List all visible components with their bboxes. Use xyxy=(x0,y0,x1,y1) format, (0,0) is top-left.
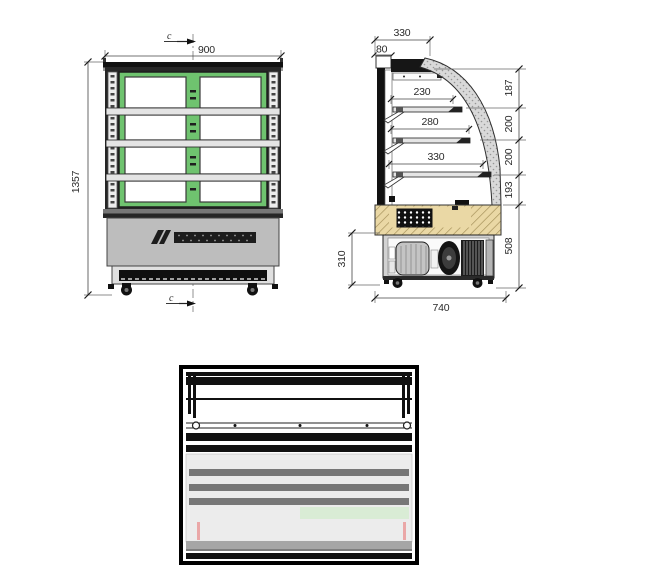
back-panel xyxy=(377,68,385,205)
canopy-corner-left xyxy=(103,58,106,62)
side-canopy-dimension: 330 xyxy=(371,27,434,56)
top-shelf-strip-1 xyxy=(189,469,409,476)
top-shelf-strip-3 xyxy=(189,498,409,505)
section-arrow-bottom xyxy=(187,300,196,307)
shelf-2-bracket xyxy=(383,142,406,155)
front-width-label: 900 xyxy=(198,44,215,56)
machine-height-dimension: 310 xyxy=(336,229,380,289)
side-casters xyxy=(384,278,493,288)
top-glass-area xyxy=(185,453,413,551)
machine-height-label: 310 xyxy=(336,250,348,267)
top-screw-row xyxy=(186,421,412,430)
screw-left xyxy=(191,421,201,430)
front-cabinet xyxy=(103,58,283,296)
air-grille xyxy=(396,208,433,228)
top-corner-posts xyxy=(188,372,410,418)
front-height-dimension: 1357 xyxy=(70,58,112,299)
front-height-label: 1357 xyxy=(70,170,82,193)
vent-grille xyxy=(119,270,267,281)
canopy-corner-right xyxy=(280,58,283,62)
front-view: c c 900 1357 xyxy=(70,31,285,312)
base-height-label: 508 xyxy=(503,237,515,254)
shelf-2-depth-label: 280 xyxy=(422,116,439,128)
shelf-3-bracket xyxy=(383,176,406,189)
top-view xyxy=(179,365,419,565)
base-separator-bottom xyxy=(103,213,283,218)
canopy-lamp-strip xyxy=(392,72,442,81)
side-shelf-1: 230 xyxy=(383,86,463,124)
top-shelf-strip-2 xyxy=(189,484,409,491)
shelf-1-depth-label: 230 xyxy=(414,86,431,98)
front-shelves xyxy=(105,107,281,182)
side-view: 330 80 230 xyxy=(336,27,526,314)
top-bottom-band xyxy=(186,553,412,559)
top-bar-2 xyxy=(186,445,412,452)
front-canopy-bar xyxy=(103,62,283,68)
tier-3-label: 200 xyxy=(503,148,515,165)
tier-2-label: 200 xyxy=(503,115,515,132)
side-shelf-2: 280 xyxy=(383,116,473,155)
section-marker-top: c xyxy=(164,31,196,45)
machine-compartment xyxy=(382,234,495,288)
section-label-top: c xyxy=(167,31,172,42)
brand-logo xyxy=(151,230,256,244)
side-shelf-3: 330 xyxy=(383,151,492,189)
top-canopy-band xyxy=(186,372,412,385)
side-canopy-label: 330 xyxy=(394,27,411,39)
total-depth-dimension: 740 xyxy=(371,291,510,314)
machine-rail xyxy=(383,276,494,280)
front-casters xyxy=(108,283,278,296)
total-depth-label: 740 xyxy=(433,302,450,314)
shelf-1-bracket xyxy=(383,111,406,124)
base-separator-top xyxy=(103,209,283,214)
top-bar-1 xyxy=(186,433,412,441)
top-pink-mark-left xyxy=(197,522,200,540)
section-arrow-top xyxy=(187,38,196,45)
interior-clip-left xyxy=(389,196,395,202)
front-width-dimension: 900 xyxy=(101,44,285,60)
top-front-edge-strip xyxy=(186,541,412,551)
center-mullion-hinges xyxy=(190,90,196,191)
glass-panes xyxy=(124,76,262,203)
side-backcap-label: 80 xyxy=(376,44,388,56)
section-marker-bottom: c xyxy=(166,293,196,307)
screw-right xyxy=(402,421,412,430)
top-green-band xyxy=(300,507,409,519)
tier-1-label: 187 xyxy=(503,79,515,96)
top-pink-mark-right xyxy=(403,522,406,540)
tier-4-label: 193 xyxy=(503,181,515,198)
height-chain-dimension: 187 200 200 193 508 xyxy=(434,65,526,292)
interior-clip-right xyxy=(455,200,469,205)
side-deck xyxy=(374,204,502,236)
back-top-cap xyxy=(375,55,392,69)
deck-clip xyxy=(452,206,458,210)
shelf-3-depth-label: 330 xyxy=(428,151,445,163)
condenser-coil xyxy=(461,240,484,276)
section-label-bottom: c xyxy=(169,293,174,304)
